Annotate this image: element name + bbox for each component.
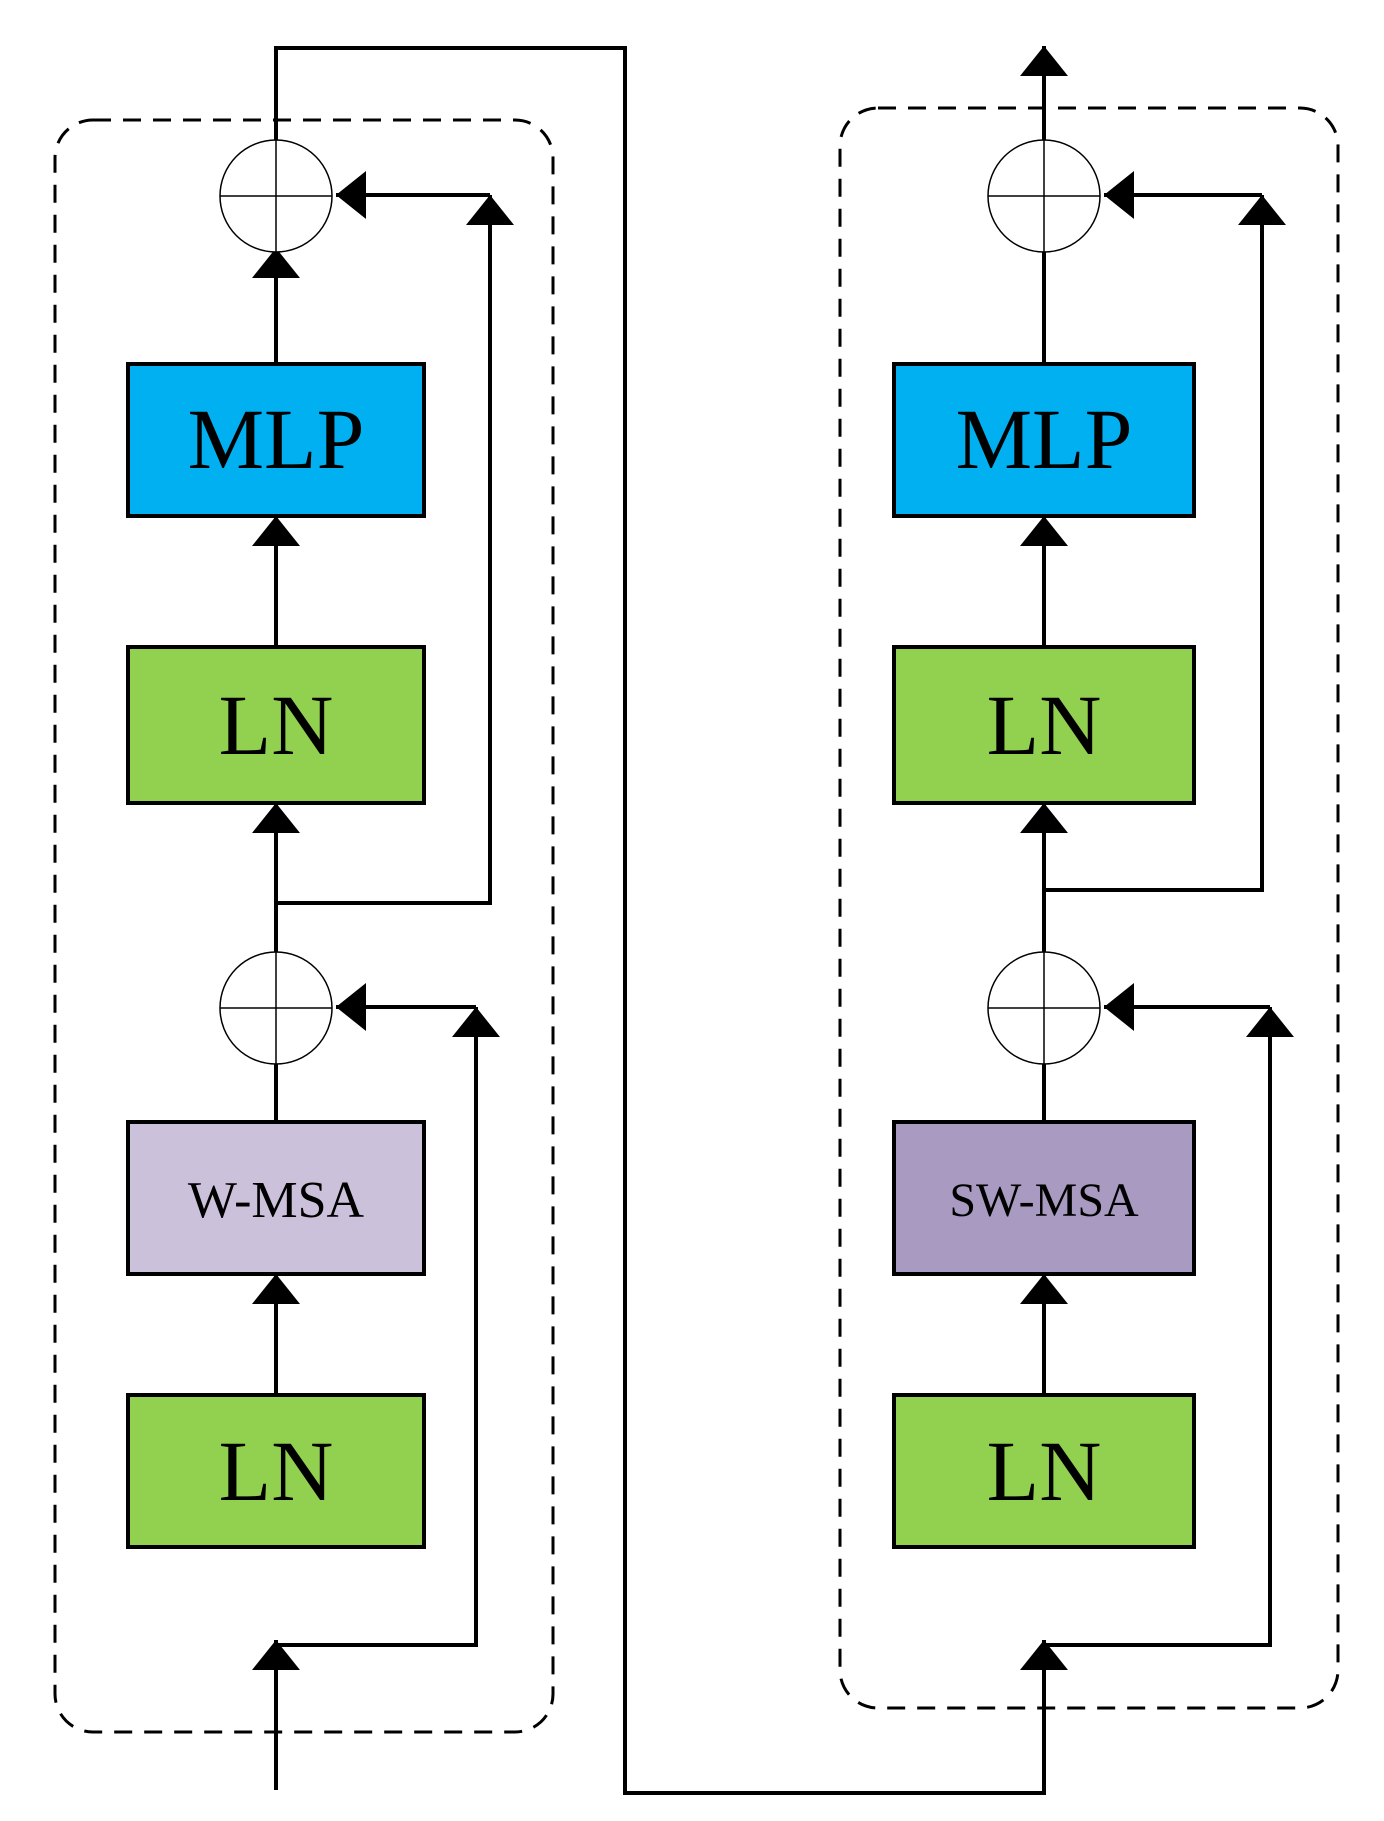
right-block-group-border <box>838 106 1340 1710</box>
right-sw-msa-block: SW-MSA <box>892 1120 1196 1276</box>
right-add-node-2 <box>987 139 1101 253</box>
left-top-ln-label: LN <box>219 677 334 773</box>
right-sw-msa-box <box>892 1120 1196 1276</box>
left-skip-connection-2 <box>276 195 514 905</box>
left-w-msa-label: W-MSA <box>188 1172 365 1229</box>
left-mlp-box <box>126 362 426 518</box>
left-mlp-block: MLP <box>126 362 426 518</box>
left-add-node-1 <box>219 951 333 1065</box>
edge-left-output-to-right-input <box>274 46 1046 1795</box>
right-bottom-ln-block: LN <box>892 1393 1196 1549</box>
left-top-ln-block: LN <box>126 645 426 805</box>
left-skip-connection-1 <box>276 1007 500 1647</box>
left-top-ln-box <box>126 645 426 805</box>
right-mlp-label: MLP <box>956 391 1133 487</box>
right-skip-connection-2 <box>1044 195 1286 892</box>
left-add-node-2 <box>219 139 333 253</box>
right-top-ln-label: LN <box>987 677 1102 773</box>
left-bottom-ln-block: LN <box>126 1393 426 1549</box>
left-bottom-ln-label: LN <box>219 1423 334 1519</box>
right-top-ln-box <box>892 645 1196 805</box>
right-mlp-box <box>892 362 1196 518</box>
right-sw-msa-label: SW-MSA <box>949 1174 1139 1227</box>
right-bottom-ln-label: LN <box>987 1423 1102 1519</box>
left-w-msa-box <box>126 1120 426 1276</box>
left-w-msa-block: W-MSA <box>126 1120 426 1276</box>
left-mlp-label: MLP <box>188 391 365 487</box>
right-mlp-block: MLP <box>892 362 1196 518</box>
left-bottom-ln-box <box>126 1393 426 1549</box>
right-bottom-ln-box <box>892 1393 1196 1549</box>
right-skip-connection-1 <box>1044 1007 1294 1647</box>
right-top-ln-block: LN <box>892 645 1196 805</box>
right-add-node-1 <box>987 951 1101 1065</box>
left-block-group-border <box>53 118 555 1734</box>
